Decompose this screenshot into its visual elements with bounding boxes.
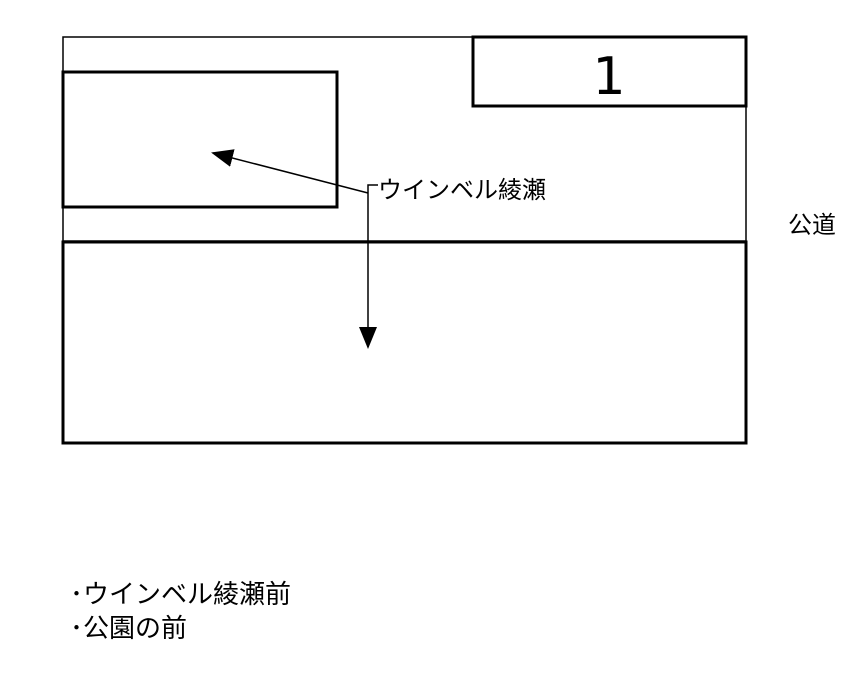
note-item: ･ウインベル綾瀬前 <box>70 580 292 610</box>
leader-line <box>367 184 378 193</box>
building-box <box>61 70 339 209</box>
notes-list: ･ウインベル綾瀬前 ･公園の前 <box>70 578 291 646</box>
building-label: ウインベル綾瀬 <box>378 176 546 204</box>
box-number: 1 <box>592 47 625 107</box>
numbered-box <box>471 35 748 108</box>
note-item: ･公園の前 <box>70 614 188 644</box>
road-band <box>61 240 748 445</box>
road-label: 公道 <box>788 211 836 239</box>
arrow-to-building <box>211 149 369 194</box>
